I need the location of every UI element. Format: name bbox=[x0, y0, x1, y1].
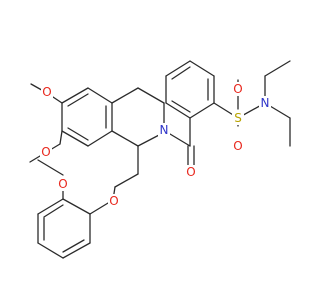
molecule-structure: O O N O O O S O O N bbox=[29, 60, 291, 259]
atom-n-sulfonamide: N bbox=[261, 96, 270, 110]
atom-o-dimethoxy-lower: O bbox=[41, 145, 50, 159]
atom-o-ether: O bbox=[109, 194, 118, 208]
atom-o-sulfonyl-top: O bbox=[233, 82, 242, 96]
atom-o-sulfonyl-bottom: O bbox=[233, 139, 242, 153]
atom-o-carbonyl: O bbox=[186, 165, 195, 179]
bond-lines bbox=[29, 60, 291, 259]
atom-labels: O O N O O O S O O N bbox=[40, 82, 271, 208]
atom-n-ring: N bbox=[160, 123, 169, 137]
atom-s-sulfonyl: S bbox=[234, 111, 242, 125]
atom-o-methoxyphenyl: O bbox=[58, 177, 67, 191]
atom-o-dimethoxy-upper: O bbox=[42, 85, 51, 99]
